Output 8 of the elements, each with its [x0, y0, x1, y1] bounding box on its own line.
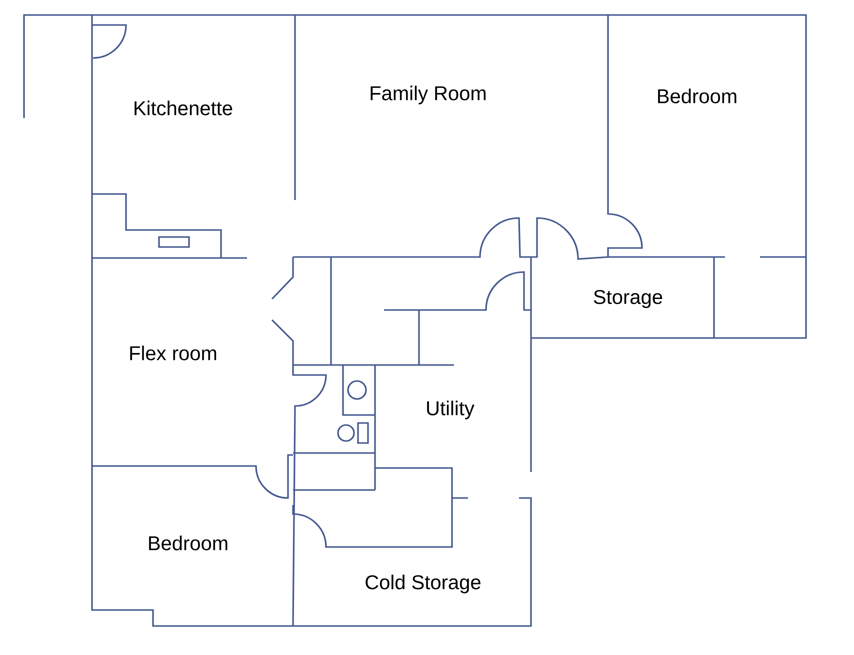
- room-label: Bedroom: [658, 88, 736, 104]
- room-label: Utility: [427, 400, 474, 420]
- room-label: Storage: [594, 290, 662, 308]
- room-label: Flex room: [130, 346, 216, 360]
- room-label: Family Room: [370, 86, 486, 104]
- room-label: Kitchenette: [134, 100, 232, 116]
- room-label: Bedroom: [149, 536, 228, 550]
- room-label: Cold Storage: [366, 574, 480, 594]
